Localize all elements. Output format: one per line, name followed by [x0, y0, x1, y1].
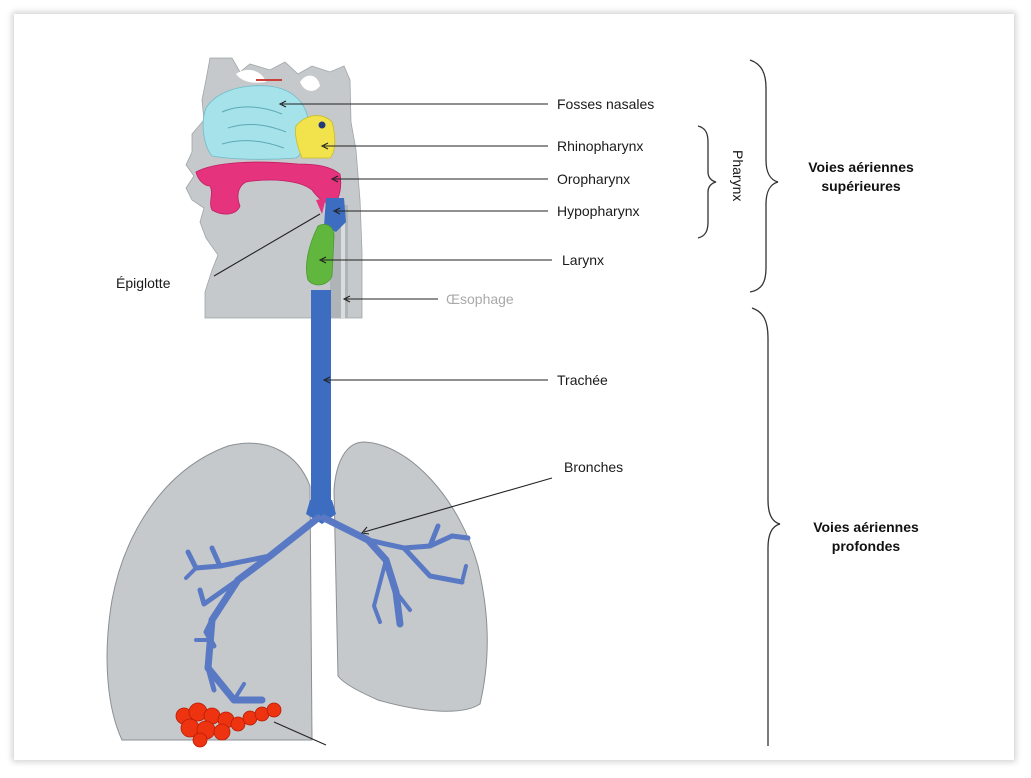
label-pharynx: Pharynx — [730, 150, 746, 201]
nasal-cavity — [203, 86, 308, 160]
label-epiglotte: Épiglotte — [116, 275, 171, 291]
label-fosses-nasales: Fosses nasales — [557, 96, 654, 112]
label-larynx: Larynx — [562, 252, 604, 268]
rhinopharynx-region — [295, 116, 334, 158]
label-bronches: Bronches — [564, 459, 623, 475]
label-hypopharynx: Hypopharynx — [557, 203, 640, 219]
left-lung — [107, 443, 312, 740]
label-lower-airways-line1: Voies aériennes — [813, 519, 919, 535]
label-rhinopharynx: Rhinopharynx — [557, 138, 643, 154]
label-trachee: Trachée — [557, 372, 608, 388]
brace-upper-airways — [750, 60, 778, 292]
label-lower-airways-line2: profondes — [832, 538, 901, 554]
label-upper-airways-line2: supérieures — [821, 178, 901, 194]
brace-pharynx — [698, 126, 716, 238]
label-upper-airways-line1: Voies aériennes — [808, 159, 914, 175]
trachea — [311, 290, 331, 506]
label-oropharynx: Oropharynx — [557, 171, 630, 187]
adenoid-dot — [319, 122, 326, 129]
group-labels: Voies aériennes supérieures Voies aérien… — [808, 159, 919, 554]
label-oesophage: Œsophage — [446, 291, 514, 307]
brace-lower-airways — [752, 308, 780, 746]
